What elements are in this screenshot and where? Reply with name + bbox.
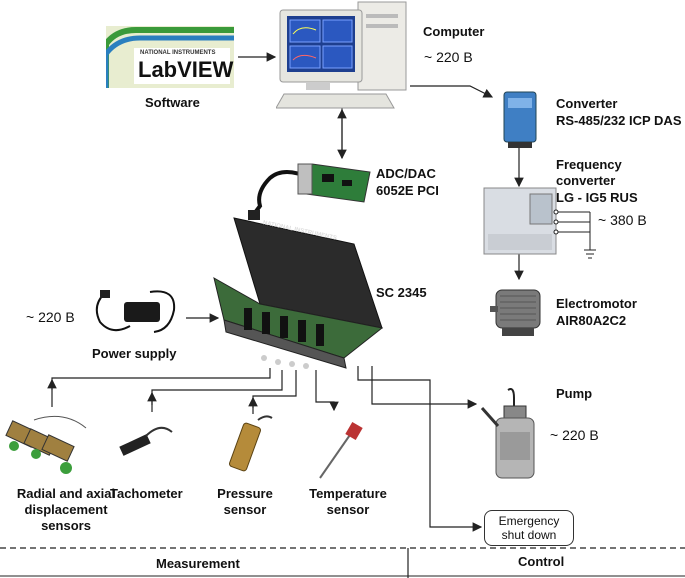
power-voltage: ~ 220 B: [26, 309, 75, 325]
section-control: Control: [518, 554, 565, 569]
computer-icon: [275, 0, 416, 112]
converter-model: RS-485/232 ICP DAS: [556, 113, 682, 128]
pump-label: Pump: [556, 386, 593, 401]
converter-title: Converter: [556, 96, 618, 111]
temperature-sensor-line1: Temperature: [309, 486, 387, 501]
section-measurement: Measurement: [156, 556, 240, 571]
computer-label: Computer: [423, 24, 485, 39]
sc2345-label: SC 2345: [376, 285, 427, 300]
tachometer-label: Tachometer: [110, 486, 183, 501]
converter-module-icon: [500, 90, 540, 150]
power-supply-icon: [90, 282, 186, 342]
displacement-sensors-icon: [4, 410, 88, 480]
sc2345-chassis-icon: NATIONAL INSTRUMENTS: [204, 208, 394, 378]
tachometer-icon: [116, 418, 176, 468]
radial-sensors-line1: Radial and axial: [16, 486, 116, 501]
pressure-sensor-icon: [220, 414, 280, 478]
emergency-line2: shut down: [501, 528, 557, 542]
freq-converter-line2: converter: [556, 173, 616, 188]
electromotor-label: Electromotor: [556, 296, 637, 311]
daq-card-icon: [244, 158, 374, 222]
pump-voltage: ~ 220 B: [550, 427, 599, 443]
electromotor-model: AIR80A2C2: [556, 313, 627, 328]
labview-brand: LabVIEW: [138, 57, 234, 82]
labview-logo-icon: NATIONAL INSTRUMENTS LabVIEW: [103, 26, 234, 88]
software-label: Software: [145, 95, 200, 110]
electromotor-icon: [490, 280, 550, 340]
frequency-converter-icon: [480, 186, 600, 264]
temperature-sensor-icon: [310, 420, 370, 482]
freq-converter-voltage: ~ 380 B: [598, 212, 647, 228]
computer-voltage: ~ 220 B: [424, 49, 473, 65]
pressure-sensor-line1: Pressure: [217, 486, 273, 501]
pump-icon: [478, 388, 546, 488]
power-supply-label: Power supply: [92, 346, 177, 361]
daq-card-line2: 6052E PCI: [376, 183, 439, 198]
freq-converter-model: LG - IG5 RUS: [556, 190, 638, 205]
pressure-sensor-line2: sensor: [223, 502, 267, 517]
emergency-shutdown-box: Emergency shut down: [484, 510, 574, 546]
temperature-sensor-line2: sensor: [326, 502, 370, 517]
labview-brand-small: NATIONAL INSTRUMENTS: [140, 50, 216, 56]
daq-card-line1: ADC/DAC: [376, 166, 436, 181]
radial-sensors-line2: displacement: [24, 502, 108, 517]
freq-converter-line1: Frequency: [556, 157, 622, 172]
emergency-line1: Emergency: [498, 514, 560, 528]
radial-sensors-line3: sensors: [41, 518, 91, 533]
